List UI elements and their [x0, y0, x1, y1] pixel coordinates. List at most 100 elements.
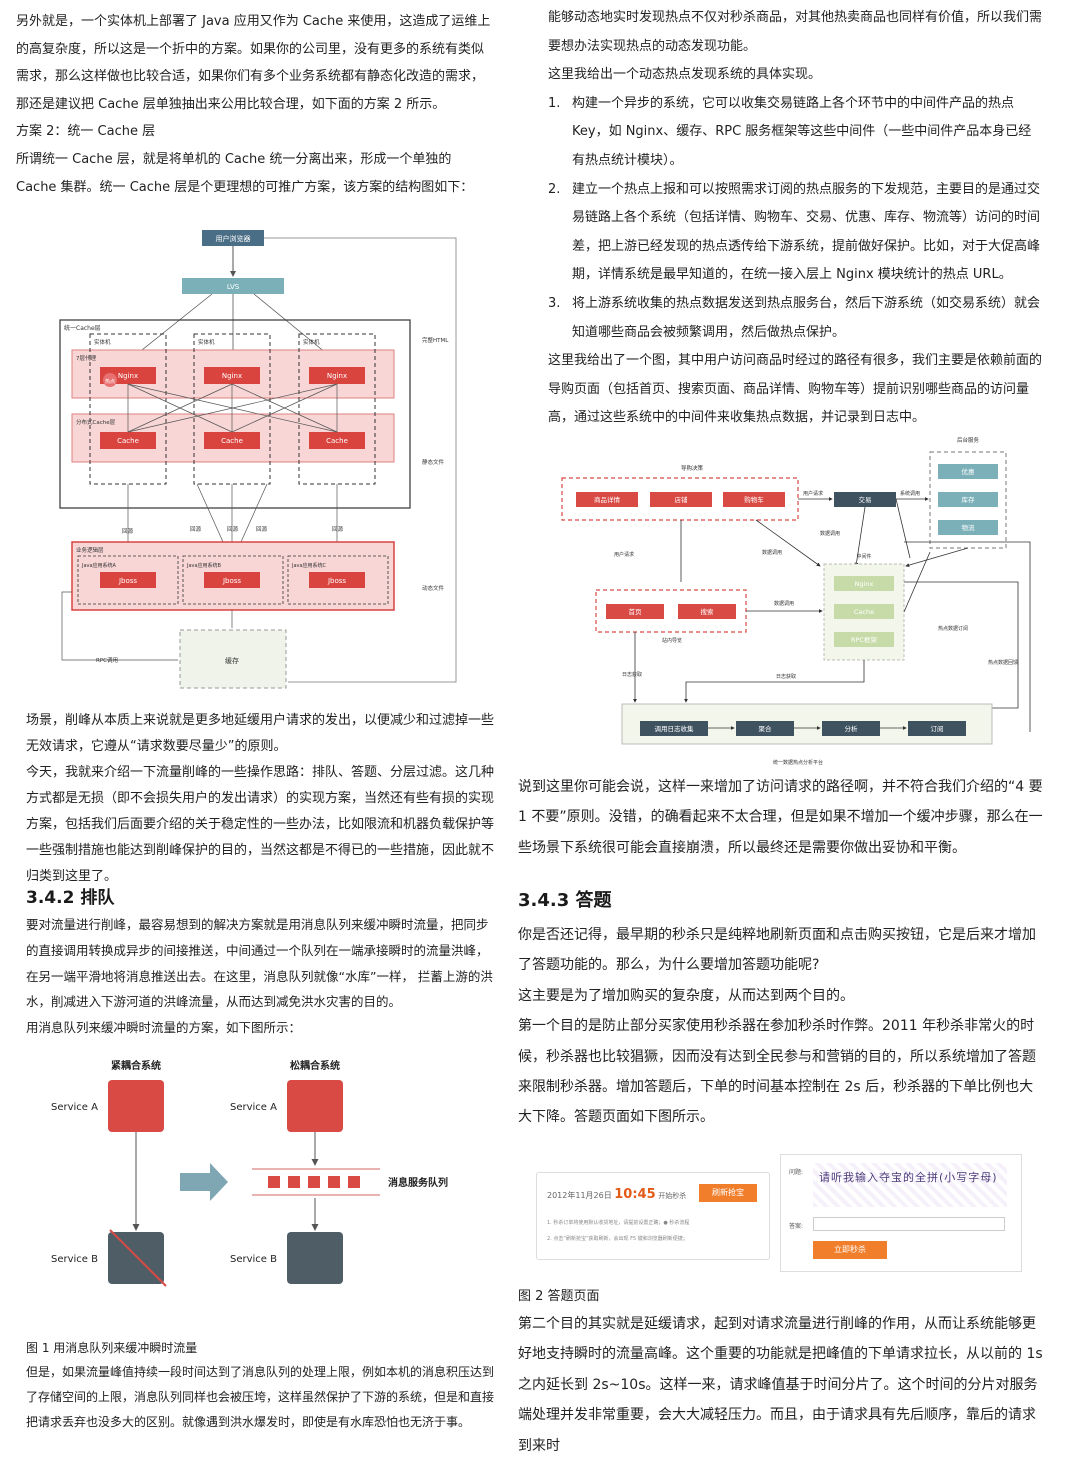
- intro-para-1: 另外就是，一个实体机上部署了 Java 应用又作为 Cache 来使用，这造成了…: [16, 14, 491, 112]
- refresh-button[interactable]: 刷新抢宝: [699, 1184, 757, 1202]
- question-label: 问题:: [789, 1169, 804, 1176]
- answer-input[interactable]: [813, 1217, 1005, 1231]
- right-column: 能够动态地实时发现热点不仅对秒杀商品，对其他热卖商品也同样有价值，所以我们需要想…: [548, 4, 1044, 433]
- cache-2-label: Cache: [221, 437, 243, 445]
- log-fetch-label-2: 日志获取: [776, 673, 796, 680]
- data-call-label-1: 数据调用: [762, 549, 782, 556]
- lvs-box: [182, 278, 284, 294]
- right-para-1: 能够动态地实时发现热点不仅对秒杀商品，对其他热卖商品也同样有价值，所以我们需要想…: [548, 10, 1043, 54]
- transform-arrow: [180, 1163, 228, 1201]
- cache-layer-label: 统一Cache层: [64, 324, 101, 332]
- list-text-3: 将上游系统收集的热点数据发送到热点服务台，然后下游系统（如交易系统）就会知道哪些…: [572, 295, 1041, 340]
- cache-store-box: [179, 629, 287, 689]
- submit-seckill-button[interactable]: 立即秒杀: [813, 1241, 887, 1259]
- fetch-label-2: 回源: [190, 525, 202, 533]
- intro-para-2: 方案 2：统一 Cache 层: [16, 124, 156, 140]
- seckill-card: 2012年11月26日 10:45 开始秒杀 刷新抢宝 1. 秒杀订单将使用默认…: [536, 1172, 770, 1260]
- list-item-2: 2. 建立一个热点上报和可以按照需求订阅的热点服务的下发规范，主要目的是通过交易…: [548, 176, 1044, 290]
- queue-text: 要对流量进行削峰，最容易想到的解决方案就是用消息队列来缓冲瞬时流量，把同步的直接…: [26, 912, 496, 1041]
- cache-layer-container: [59, 319, 411, 509]
- list-num-1: 1.: [548, 95, 561, 111]
- nginx-1-label: Nginx: [118, 372, 138, 380]
- platform-label: 统一数据热点分析平台: [773, 759, 823, 766]
- answer-text: 你是否还记得，最早期的秒杀只是纯粹地刷新页面和点击购买按钮，它是后来才增加了答题…: [518, 920, 1044, 1133]
- list-text-1: 构建一个异步的系统，它可以收集交易链路上各个环节中的中间件产品的热点 Key，如…: [572, 95, 1032, 168]
- tight-service-b-label: Service B: [51, 1254, 98, 1265]
- lvs-label: LVS: [227, 283, 240, 291]
- user-browser-label: 用户浏览器: [216, 234, 251, 243]
- captcha-question: 请听我输入夺宝的全拼(小写字母): [819, 1171, 998, 1184]
- loose-service-b-label: Service B: [230, 1254, 277, 1265]
- jboss-2-label: Jboss: [222, 577, 241, 585]
- section-heading-342: 3.4.2 排队: [26, 888, 115, 908]
- list-item-3: 3. 将上游系统收集的热点数据发送到热点服务台，然后下游系统（如交易系统）就会知…: [548, 290, 1044, 347]
- mq-label: 消息服务队列: [388, 1176, 448, 1189]
- user-browser-box: [202, 230, 264, 246]
- captcha-image: 请听我输入夺宝的全拼(小写字母): [813, 1163, 1007, 1207]
- app-b-label: Java应用系统B: [186, 562, 222, 569]
- full-html-label: 完整HTML: [422, 336, 449, 344]
- biz-layer-label: 业务逻辑层: [76, 546, 104, 554]
- seckill-date: 2012年11月26日: [547, 1191, 612, 1200]
- log-fetch-label: 日志获取: [622, 671, 642, 678]
- dynamic-file-label: 动态文件: [422, 584, 445, 592]
- detail-label: 商品详情: [594, 495, 621, 504]
- seckill-start: 开始秒杀: [658, 1192, 687, 1200]
- intro-para-3: 所谓统一 Cache 层，就是将单机的 Cache 统一分离出来，形成一个单独的…: [16, 151, 474, 195]
- queue-buffer-diagram: 紧耦合系统 松耦合系统 Service A Service B Service …: [51, 1059, 448, 1287]
- right-para-2: 这里我给出一个动态热点发现系统的具体实现。: [548, 67, 822, 83]
- seckill-note-1: 1. 秒杀订单将使用默认收货地址，请提前设置正确；● 秒杀流程: [547, 1220, 690, 1226]
- tight-service-a-box: [108, 1080, 164, 1132]
- hot-cache-label: Cache: [854, 608, 874, 616]
- nginx-2-label: Nginx: [222, 372, 242, 380]
- answer-para-3: 第一个目的是防止部分买家使用秒杀器在参加秒杀时作弊。2011 年秒杀非常火的时候…: [518, 1018, 1036, 1126]
- dist-cache-label: 分布式Cache层: [76, 418, 116, 426]
- fetch-label-5: 回源: [332, 525, 344, 533]
- machine-label-3: 实体机: [303, 338, 320, 346]
- trade-box: [834, 492, 896, 507]
- hot-return-label: 热点数据回馈: [988, 659, 1018, 666]
- jboss-3-label: Jboss: [327, 577, 346, 585]
- static-file-label: 静态文件: [422, 458, 445, 466]
- tight-service-a-label: Service A: [51, 1102, 98, 1113]
- final-para: 第二个目的其实就是延缓请求，起到对请求流量进行削峰的作用，从而让系统能够更好地支…: [518, 1316, 1043, 1454]
- answer-para-2: 这主要是为了增加购买的复杂度，从而达到两个目的。: [518, 987, 854, 1004]
- app-a-label: Java应用系统A: [81, 562, 117, 569]
- stock-label: 库存: [962, 495, 976, 504]
- rpc-label: RPC框架: [851, 635, 877, 644]
- search-guide-label: 站内导览: [662, 637, 682, 644]
- hotspot-discovery-diagram: 导购决策 商品详情 店铺 购物车 用户请求 交易 系统调用 后台服务 优惠 库存…: [561, 436, 1031, 766]
- list-text-2: 建立一个热点上报和可以按照需求订阅的热点服务的下发规范，主要目的是通过交易链路上…: [572, 181, 1041, 283]
- user-req-label-2: 用户请求: [614, 551, 634, 558]
- loose-service-a-box: [287, 1080, 343, 1132]
- answer-label: 答案:: [789, 1223, 804, 1230]
- fig1-caption: 图 1 用消息队列来缓冲瞬时流量: [26, 1341, 198, 1355]
- trade-label: 交易: [859, 495, 872, 504]
- message-queue-blocks: [268, 1176, 360, 1188]
- home-label: 首页: [629, 607, 643, 616]
- loose-service-b-box: [287, 1232, 343, 1284]
- fetch-label-1: 回源: [122, 527, 134, 535]
- rpc-label: RPC调用: [96, 656, 118, 664]
- fetch-label-4: 回源: [256, 525, 268, 533]
- coupon-label: 优惠: [962, 467, 976, 476]
- cart-label: 购物车: [744, 495, 764, 504]
- log-collect-label: 调用日志收集: [655, 724, 695, 733]
- middleware-label: 中间件: [856, 553, 871, 560]
- left-after-fig: 场景，削峰从本质上来说就是更多地延缓用户请求的发出，以便减少和过滤掉一些无效请求…: [26, 708, 496, 890]
- list-num-3: 3.: [548, 295, 561, 311]
- cache-3-label: Cache: [326, 437, 348, 445]
- diagram-intro-para: 这里我给出了一个图，其中用户访问商品时经过的路径有很多，我们主要是依赖前面的导购…: [548, 353, 1043, 426]
- app-c-label: Java应用系统C: [291, 562, 327, 569]
- machine-label-1: 实体机: [94, 338, 111, 346]
- fig2-caption: 图 2 答题页面: [518, 1289, 600, 1304]
- search-label: 搜索: [701, 607, 715, 616]
- scene-para: 场景，削峰从本质上来说就是更多地延缓用户请求的发出，以便减少和过滤掉一些无效请求…: [26, 713, 495, 754]
- guide-label: 导购决策: [681, 464, 704, 472]
- data-call-label-2: 数据调用: [820, 530, 840, 537]
- hot-badge: 热点: [105, 378, 115, 385]
- jboss-1-label: Jboss: [118, 577, 137, 585]
- left-column: 另外就是，一个实体机上部署了 Java 应用又作为 Cache 来使用，这造成了…: [16, 8, 496, 201]
- shop-label: 店铺: [675, 495, 689, 504]
